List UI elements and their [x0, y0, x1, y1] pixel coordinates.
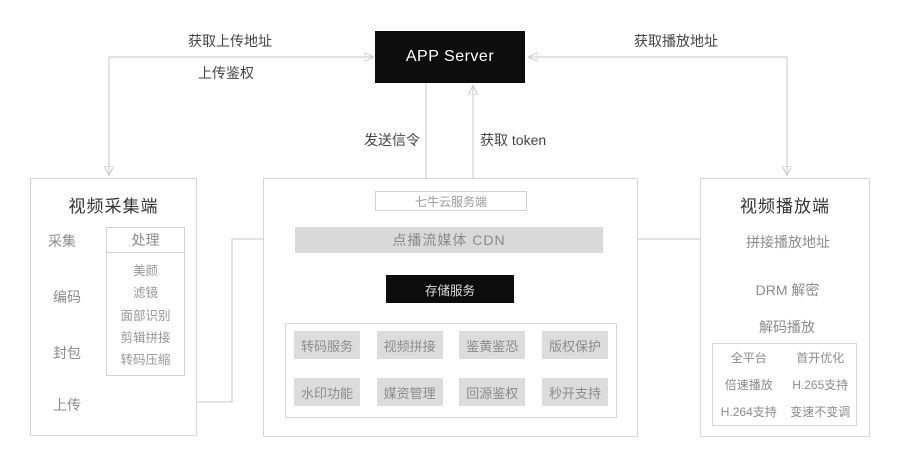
service-chip: 秒开支持: [541, 378, 608, 406]
step-upload: 上传: [53, 397, 81, 413]
step-decode-play: 解码播放: [759, 319, 815, 335]
service-chip: 回源鉴权: [459, 378, 526, 406]
step-encode: 编码: [53, 289, 81, 305]
qiniu-server-node: 七牛云服务端: [375, 191, 527, 211]
service-chip: 版权保护: [541, 331, 608, 359]
process-item: 面部识别: [120, 308, 171, 323]
storage-node: 存储服务: [386, 275, 514, 303]
label-send-signal: 发送信令: [364, 132, 420, 148]
process-item: 转码压缩: [120, 353, 171, 368]
feature-item: 全平台: [730, 351, 767, 365]
label-upload-auth: 上传鉴权: [198, 65, 254, 81]
process-item: 美颜: [132, 264, 158, 278]
step-join-play-url: 拼接播放地址: [746, 234, 830, 250]
process-item: 剪辑拼接: [120, 330, 171, 345]
step-pack: 封包: [53, 345, 81, 361]
cloud-service-grid: 转码服务 视频拼接 鉴黄鉴恐 版权保护 水印功能 媒资管理 回源鉴权 秒开支持: [285, 323, 617, 418]
capture-panel-title: 视频采集端: [68, 197, 159, 216]
process-box-title: 处理: [107, 228, 184, 253]
service-chip: 转码服务: [294, 331, 360, 359]
service-chip: 水印功能: [294, 378, 360, 406]
app-server-node: APP Server: [375, 31, 525, 83]
process-box: 处理 美颜 滤镜 面部识别 剪辑拼接 转码压缩: [106, 227, 185, 376]
service-chip: 视频拼接: [376, 331, 443, 359]
feature-item: 倍速播放: [724, 378, 773, 392]
feature-item: 首开优化: [796, 351, 845, 365]
feature-item: H.265支持: [792, 378, 849, 392]
label-get-token: 获取 token: [480, 132, 547, 148]
service-chip: 媒资管理: [376, 378, 443, 406]
cdn-bar: 点播流媒体 CDN: [295, 227, 603, 253]
service-chip: 鉴黄鉴恐: [459, 331, 526, 359]
step-collect: 采集: [48, 233, 76, 249]
label-get-play-url: 获取播放地址: [634, 33, 718, 49]
label-get-upload-url: 获取上传地址: [188, 33, 272, 49]
step-drm-decrypt: DRM 解密: [755, 282, 820, 298]
process-item: 滤镜: [132, 286, 158, 301]
process-item-list: 美颜 滤镜 面部识别 剪辑拼接 转码压缩: [107, 253, 184, 371]
feature-item: 变速不变调: [790, 405, 851, 419]
player-panel-title: 视频播放端: [740, 197, 830, 216]
feature-item: H.264支持: [720, 405, 777, 419]
player-feature-grid: 全平台 首开优化 倍速播放 H.265支持 H.264支持 变速不变调: [712, 343, 857, 426]
